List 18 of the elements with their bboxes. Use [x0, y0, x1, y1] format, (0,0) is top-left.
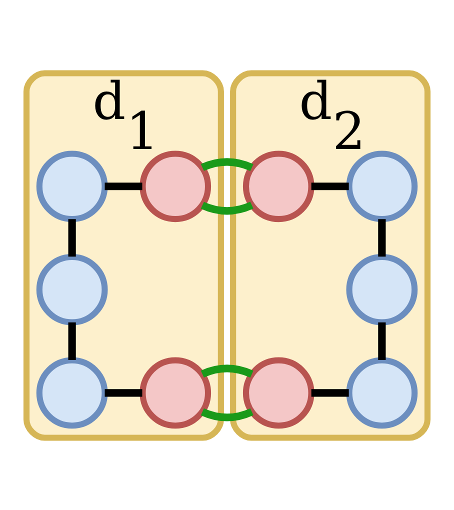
connector — [200, 364, 254, 421]
connector — [104, 182, 142, 190]
node-circle — [346, 150, 418, 222]
node-circle — [346, 253, 418, 325]
node-circle — [242, 150, 314, 222]
connector — [104, 388, 142, 396]
node-circle — [346, 356, 418, 428]
connector — [311, 388, 349, 396]
node-circle — [140, 150, 212, 222]
node-circle — [36, 253, 108, 325]
connector — [378, 218, 386, 256]
connector — [311, 182, 349, 190]
node-circle — [242, 356, 314, 428]
node-circle — [36, 356, 108, 428]
connector — [200, 158, 254, 214]
node-circle — [36, 150, 108, 222]
node-circle — [140, 356, 212, 428]
connector — [68, 218, 76, 256]
